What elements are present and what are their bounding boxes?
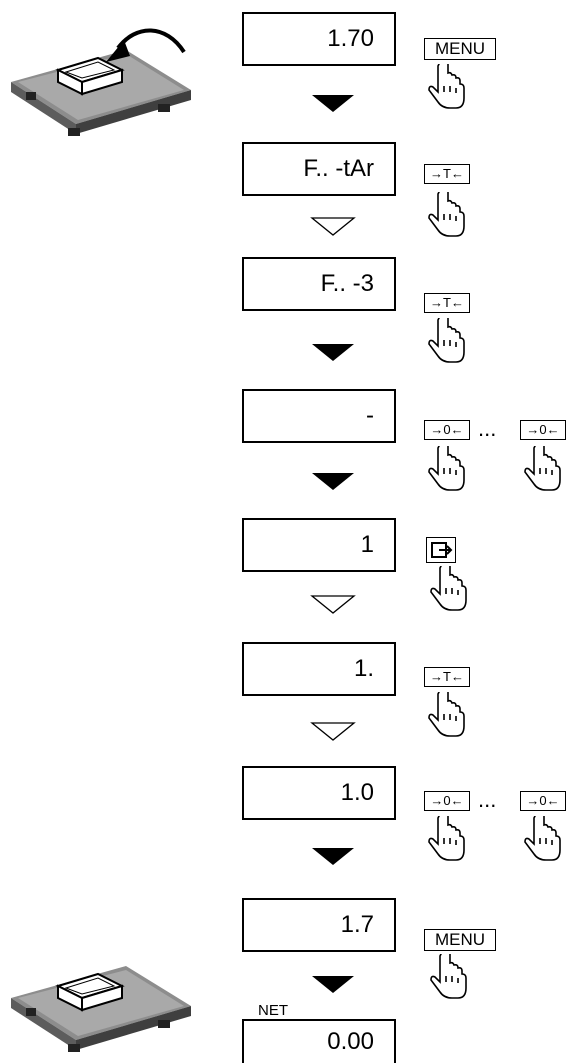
display-step-9: 0.00 [242,1019,396,1063]
menu-key-label: MENU [434,930,486,949]
display-step-6: 1. [242,642,396,696]
tare-key-label: →T← [430,166,464,181]
pointing-hand-icon [428,318,465,363]
zero-key[interactable]: →0← [424,791,470,811]
zero-key[interactable]: →0← [520,420,566,440]
tare-key-label: →T← [430,669,464,684]
menu-key[interactable]: MENU [424,929,496,951]
filled-down-arrow-icon [312,976,354,993]
display-step-8: 1.7 [242,898,396,952]
display-step-7: 1.0 [242,766,396,820]
zero-key-label: →0← [526,793,560,808]
menu-key[interactable]: MENU [424,38,496,60]
tare-key-label: →T← [430,295,464,310]
pointing-hand-icon [428,692,465,737]
display-step-5: 1 [242,518,396,572]
outline-down-arrow-icon [310,595,356,614]
ellipsis: ... [478,416,497,441]
zero-key-label: →0← [526,422,560,437]
outline-down-arrow-icon [310,217,356,236]
pointing-hand-icon [524,816,561,861]
zero-key[interactable]: →0← [424,420,470,440]
zero-key[interactable]: →0← [520,791,566,811]
pointing-hand-icon [428,816,465,861]
filled-down-arrow-icon [312,848,354,865]
filled-down-arrow-icon [312,95,354,112]
display-step-4: - [242,389,396,443]
ellipsis: ... [478,787,497,812]
scale-with-container-bottom [11,966,191,1052]
filled-down-arrow-icon [312,344,354,361]
tare-key[interactable]: →T← [424,293,470,313]
pointing-hand-icon [428,446,465,491]
pointing-hand-icon [524,446,561,491]
tare-key[interactable]: →T← [424,667,470,687]
pointing-hand-icon [430,566,467,611]
filled-down-arrow-icon [312,473,354,490]
outline-down-arrow-icon [310,722,356,741]
print-key-icon [431,542,453,558]
display-step-1: 1.70 [242,12,396,66]
pointing-hand-icon [428,192,465,237]
net-indicator: NET [258,1002,288,1019]
display-step-3: F.. -3 [242,257,396,311]
scale-with-container-top [11,28,191,136]
menu-key-label: MENU [434,39,486,58]
zero-key-label: →0← [430,793,464,808]
print-key[interactable] [426,537,456,563]
display-step-2: F.. -tAr [242,142,396,196]
zero-key-label: →0← [430,422,464,437]
tare-key[interactable]: →T← [424,164,470,184]
pointing-hand-icon [430,954,467,999]
pointing-hand-icon [428,64,465,109]
